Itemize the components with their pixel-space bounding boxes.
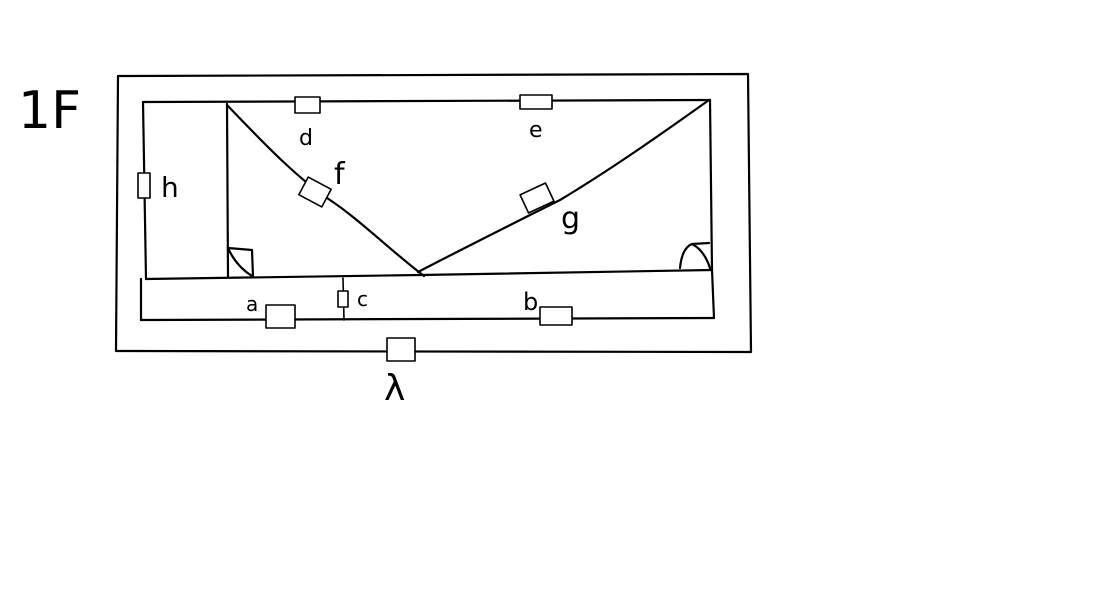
sensor-b [539,306,573,326]
inner-right-wall [708,98,714,272]
diagonal-f [226,104,426,278]
floor-label: 1F [18,81,81,141]
sensor-f [298,176,332,208]
label-lambda: λ [384,368,405,409]
label-c: c [357,287,368,311]
inner-top-wall [141,98,712,104]
sensor-lambda [386,337,416,362]
diagonal-g [416,98,711,274]
right-angle-left [226,246,255,279]
outer-wall [114,72,753,354]
right-angle-right [678,241,712,270]
label-g: g [561,201,580,236]
sensor-h [137,172,151,199]
vertical-member [225,102,230,279]
label-f: f [334,157,346,192]
sensor-d [294,96,321,114]
sensor-c [337,290,349,308]
lower-band-right [710,268,716,320]
label-a: a [246,292,258,316]
sensor-e [519,94,553,110]
room-floor-line [144,268,714,281]
label-d: d [299,126,313,151]
sensor-g [519,182,555,214]
lower-band-bottom [139,316,716,322]
label-h: h [161,171,179,204]
label-b: b [523,288,538,316]
label-e: e [529,118,543,143]
sensor-a [265,304,296,329]
